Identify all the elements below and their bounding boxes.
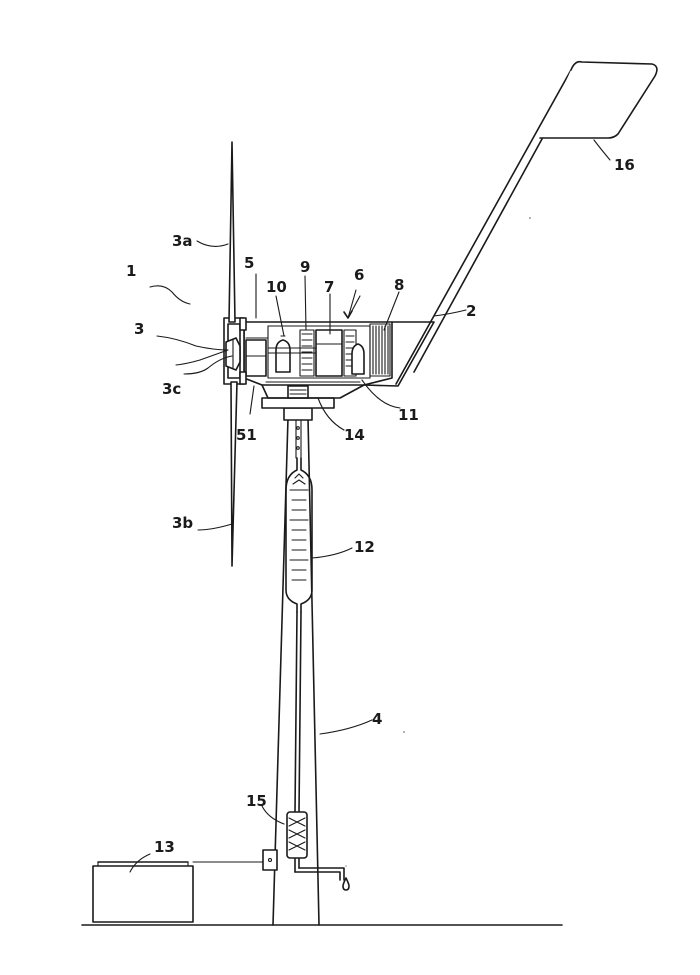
nacelle — [243, 321, 393, 399]
label-5: 5 — [244, 254, 254, 272]
reference-labels: 1 2 3 3a 3b 3c 4 5 51 6 7 8 9 10 11 12 1… — [126, 156, 635, 856]
label-9: 9 — [300, 258, 310, 276]
label-4: 4 — [372, 710, 382, 728]
label-3b: 3b — [172, 514, 193, 532]
rotor-blades — [228, 141, 238, 567]
pipe — [294, 611, 345, 881]
label-11: 11 — [398, 406, 419, 424]
label-6: 6 — [354, 266, 364, 284]
rotor-hub — [223, 317, 247, 385]
arrow-6 — [343, 289, 357, 319]
tank-13 — [92, 849, 278, 923]
yaw-bearing — [261, 385, 335, 409]
leader-lines — [129, 139, 611, 873]
tail-vane — [363, 60, 658, 387]
label-14: 14 — [344, 426, 365, 444]
label-3a: 3a — [172, 232, 193, 250]
filter-15 — [286, 811, 308, 859]
label-7: 7 — [324, 278, 334, 296]
label-8: 8 — [394, 276, 404, 294]
label-3c: 3c — [162, 380, 181, 398]
label-10: 10 — [266, 278, 287, 296]
scan-speckles — [345, 217, 531, 867]
water-drop — [342, 877, 350, 891]
label-1: 1 — [126, 262, 136, 280]
label-13: 13 — [154, 838, 175, 856]
label-51: 51 — [236, 426, 257, 444]
label-16: 16 — [614, 156, 635, 174]
column-12 — [285, 457, 313, 613]
label-12: 12 — [354, 538, 375, 556]
label-3: 3 — [134, 320, 144, 338]
label-15: 15 — [246, 792, 267, 810]
label-2: 2 — [466, 302, 476, 320]
